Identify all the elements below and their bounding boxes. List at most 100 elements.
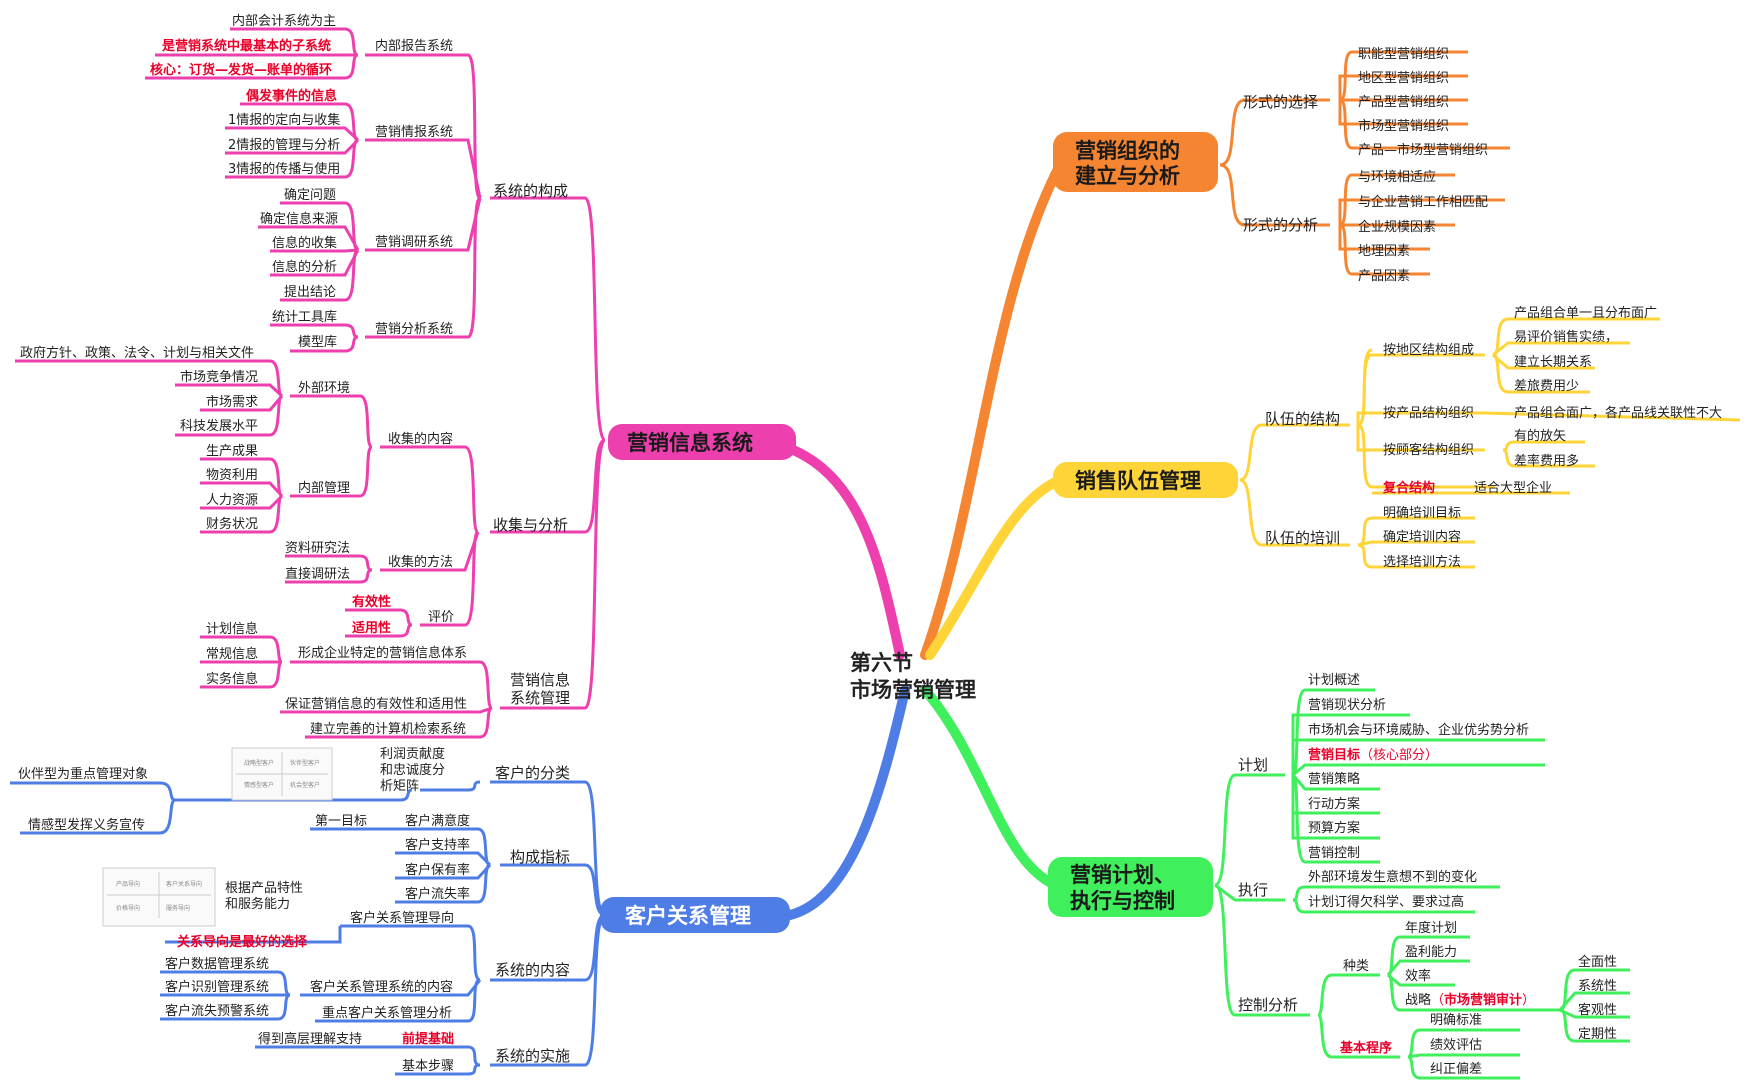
- pink-item: 财务状况: [206, 516, 258, 532]
- blue-item: 伙伴型为重点管理对象: [18, 766, 148, 782]
- orange-item: 企业规模因素: [1358, 219, 1436, 235]
- yellow-item: 差旅费用少: [1514, 379, 1579, 394]
- pink-item: 资料研究法: [285, 541, 350, 556]
- orange-item: 地区型营销组织: [1358, 71, 1449, 86]
- yellow-sub: 按地区结构组成: [1383, 343, 1474, 358]
- center-node: 第六节 市场营销管理: [850, 651, 976, 702]
- blue-topic-text: 客户关系管理: [625, 904, 751, 928]
- blue-item: 客户保有率: [405, 862, 470, 878]
- pink-item: 内部会计系统为主: [232, 13, 336, 29]
- yellow-item: 确定培训内容: [1383, 529, 1461, 545]
- pink-item: 保证营销信息的有效性和适用性: [285, 696, 467, 712]
- green-item: 营销策略: [1308, 771, 1360, 787]
- green-item: 绩效评估: [1430, 1038, 1482, 1053]
- green-item: 行动方案: [1308, 796, 1360, 812]
- orange-item: 产品型营销组织: [1358, 95, 1449, 110]
- orange-topic: 营销组织的 建立与分析: [1053, 132, 1218, 192]
- green-strategy-close: ）: [1522, 993, 1535, 1008]
- pink-item-red: 偶发事件的信息: [246, 88, 337, 104]
- green-b-ctrl: 控制分析: [1238, 996, 1298, 1014]
- green-item: 市场机会与环境威胁、企业优劣势分析: [1308, 722, 1529, 738]
- central-connectors: [775, 160, 1065, 920]
- pink-topic-text: 营销信息系统: [627, 431, 753, 455]
- orange-item: 地理因素: [1358, 244, 1410, 259]
- green-strategy-open: （: [1431, 993, 1444, 1008]
- pink-sub: 内部报告系统: [375, 38, 453, 54]
- pink-sub: 形成企业特定的营销信息体系: [298, 645, 467, 661]
- blue-first-goal: 第一目标: [315, 814, 367, 829]
- yellow-sub: 按产品结构组织: [1383, 406, 1474, 421]
- green-item: 客观性: [1578, 1002, 1617, 1018]
- green-item: 明确标准: [1430, 1013, 1482, 1028]
- blue-product-char: 根据产品特性: [225, 881, 303, 896]
- blue-item: 客户关系管理系统的内容: [310, 979, 453, 995]
- green-strategy: 战略（市场营销审计）: [1405, 992, 1535, 1008]
- green-item: 计划订得欠科学、要求过高: [1308, 894, 1464, 910]
- thumb-cell: 情感型客户: [244, 781, 274, 789]
- thumb-cell: 客户关系导向: [166, 880, 202, 888]
- green-branch: [1214, 688, 1630, 1080]
- blue-item: 情感型发挥义务宣传: [28, 817, 145, 833]
- pink-item: 信息的分析: [272, 259, 337, 275]
- blue-item: 基本步骤: [402, 1059, 454, 1074]
- orange-item: 产品—市场型营销组织: [1358, 142, 1488, 158]
- yellow-b2: 队伍的培训: [1265, 529, 1340, 547]
- pink-item: 科技发展水平: [180, 418, 258, 434]
- blue-matrix-label: 利润贡献度: [380, 746, 445, 762]
- pink-item: 市场竞争情况: [180, 369, 258, 385]
- orange-b1: 形式的选择: [1243, 93, 1318, 111]
- yellow-item: 建立长期关系: [1514, 355, 1592, 370]
- orange-b2: 形式的分析: [1243, 216, 1318, 234]
- blue-product-char: 和服务能力: [225, 896, 290, 912]
- yellow-item: 差率费用多: [1514, 453, 1579, 469]
- center-line1: 第六节: [850, 651, 913, 675]
- pink-item: 信息的收集: [272, 235, 337, 251]
- pink-item: 3情报的传播与使用: [228, 161, 340, 177]
- thumb-cell: 伙伴型客户: [290, 759, 320, 767]
- blue-matrix-label: 析矩阵: [380, 779, 419, 794]
- green-sub-kind: 种类: [1343, 959, 1369, 974]
- blue-topic: 客户关系管理: [600, 897, 790, 933]
- thumb-cell: 机会型客户: [290, 781, 320, 789]
- blue-b-index: 构成指标: [510, 848, 570, 866]
- pink-item: 物资利用: [206, 468, 258, 483]
- blue-item: 客户流失率: [405, 886, 470, 902]
- pink-item: 计划信息: [206, 621, 258, 637]
- pink-b-manage1: 营销信息: [510, 671, 570, 689]
- thumb-cell: 服务导向: [166, 904, 190, 912]
- thumb-cell: 价格导向: [116, 904, 140, 912]
- pink-sub: 营销情报系统: [375, 125, 453, 140]
- orange-item: 职能型营销组织: [1358, 47, 1449, 62]
- blue-b-classify: 客户的分类: [495, 764, 570, 782]
- pink-item: 1情报的定向与收集: [228, 112, 340, 128]
- blue-item: 得到高层理解支持: [258, 1031, 362, 1047]
- pink-item: 政府方针、政策、法令、计划与相关文件: [20, 345, 254, 361]
- pink-item: 确定问题: [284, 188, 336, 203]
- orange-topic-line2: 建立与分析: [1075, 164, 1180, 188]
- pink-item-red: 是营销系统中最基本的子系统: [161, 38, 331, 54]
- pink-item: 市场需求: [206, 394, 258, 410]
- green-item: 纠正偏差: [1430, 1062, 1482, 1077]
- green-goal-note: （核心部分）: [1360, 748, 1438, 763]
- blue-item: 客户支持率: [405, 837, 470, 853]
- green-item: 效率: [1405, 968, 1431, 984]
- green-item: 定期性: [1578, 1027, 1617, 1042]
- green-item: 外部环境发生意想不到的变化: [1308, 869, 1477, 885]
- yellow-topic: 销售队伍管理: [1053, 462, 1238, 498]
- green-item: 计划概述: [1308, 673, 1360, 688]
- pink-item: 2情报的管理与分析: [228, 137, 340, 153]
- green-topic: 营销计划、 执行与控制: [1048, 857, 1213, 917]
- pink-sub: 评价: [428, 610, 454, 625]
- green-topic-line2: 执行与控制: [1070, 889, 1175, 913]
- blue-item: 客户关系管理导向: [350, 910, 454, 926]
- blue-item-red: 前提基础: [402, 1031, 454, 1047]
- green-strategy-label: 战略: [1405, 992, 1431, 1008]
- green-item: 年度计划: [1405, 920, 1457, 936]
- orientation-thumbnail: 产品导向 客户关系导向 价格导向 服务导向: [102, 867, 216, 927]
- blue-item: 重点客户关系管理分析: [322, 1005, 452, 1021]
- orange-topic-line1: 营销组织的: [1075, 139, 1180, 163]
- pink-sub: 内部管理: [298, 480, 350, 496]
- pink-item: 人力资源: [206, 493, 258, 508]
- pink-sub: 营销调研系统: [375, 235, 453, 250]
